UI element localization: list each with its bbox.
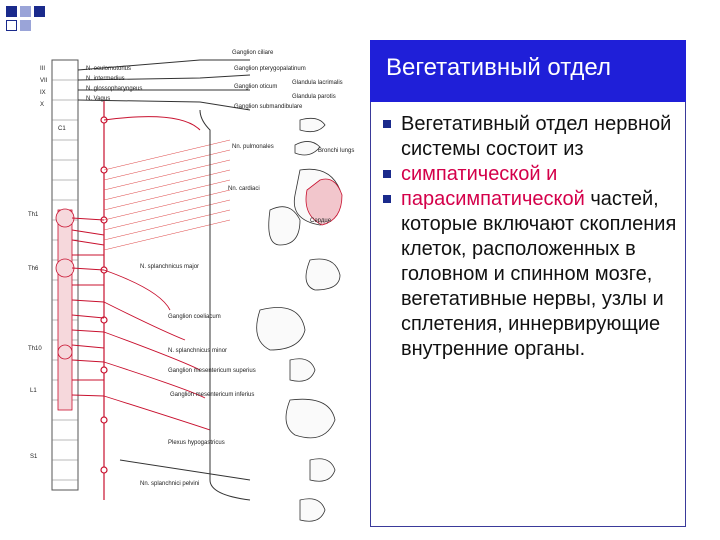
label-glandula-lacrimalis: Glandula lacrimalis	[292, 80, 343, 86]
bullet-item-1: Вегетативный отдел нервной системы состо…	[383, 112, 679, 162]
label-cor: Сердце	[310, 218, 332, 224]
label-ganglion-submandibulare: Ganglion submandibulare	[234, 104, 303, 110]
autonomic-nervous-system-diagram: Ganglion ciliare N. oculomotorius N. int…	[28, 50, 354, 522]
heart-organ	[305, 178, 343, 226]
label-seg-th10: Th10	[28, 346, 42, 352]
organs	[256, 117, 342, 522]
bullet-text-3-rest: частей, которые включают скопления клето…	[401, 188, 677, 360]
corner-square-dark-1	[6, 6, 17, 17]
label-ganglion-mesentericum-superius: Ganglion mesentericum superius	[168, 368, 256, 374]
sympathetic-fibers	[71, 217, 211, 431]
cardiac-pulmonary-fibers	[103, 139, 231, 251]
slide-title-bar: Вегетативный отдел	[370, 40, 686, 102]
label-glandula-parotis: Glandula parotis	[292, 94, 336, 100]
label-n-oculomotorius: N. oculomotorius	[86, 66, 131, 72]
bullet-text-3: парасимпатической частей, которые включа…	[401, 188, 676, 360]
label-n-splanchnici-pelvini: Nn. splanchnici pelvini	[140, 481, 199, 487]
bullet-item-2: симпатической и	[383, 162, 679, 187]
label-roman-ix: IX	[40, 90, 46, 96]
sympathetic-trunk	[100, 100, 108, 500]
label-ganglion-coeliacum: Ganglion coeliacum	[168, 314, 221, 320]
label-seg-th1: Th1	[28, 212, 39, 218]
label-ganglion-ciliare: Ganglion ciliare	[232, 50, 274, 56]
label-splanchnicus-major: N. splanchnicus major	[140, 264, 199, 270]
vagus-arc	[103, 116, 201, 131]
label-seg-th6: Th6	[28, 266, 39, 272]
parasympathetic-fibers	[77, 59, 251, 501]
corner-square-dark-2	[34, 6, 45, 17]
label-n-intermedius: N. intermedius	[86, 76, 125, 82]
bullet-square-icon	[383, 120, 391, 128]
label-bronchi-lungs: Bronchi lungs	[318, 148, 354, 154]
bullet-square-icon	[383, 195, 391, 203]
label-ganglion-pterygopalatinum: Ganglion pterygopalatinum	[234, 66, 306, 72]
spinal-column	[51, 59, 79, 491]
slide-content-box: Вегетативный отдел нервной системы состо…	[370, 102, 686, 527]
label-roman-iii: III	[40, 66, 45, 72]
label-ganglion-mesentericum-inferius: Ganglion mesentericum inferius	[170, 392, 254, 398]
bullet-text-2: симпатической и	[401, 163, 558, 185]
label-ganglion-oticum: Ganglion oticum	[234, 84, 277, 90]
label-n-cardiaci: Nn. cardiaci	[228, 186, 260, 192]
label-n-pulmonales: Nn. pulmonales	[232, 144, 274, 150]
corner-square-light-2	[20, 20, 31, 31]
label-n-glossopharyngeus: N. glossopharyngeus	[86, 86, 142, 92]
corner-square-outline-1	[6, 20, 17, 31]
label-roman-vii: VII	[40, 78, 48, 84]
slide-title: Вегетативный отдел	[386, 54, 611, 81]
label-plexus-hypogastricus: Plexus hypogastricus	[168, 440, 225, 446]
label-roman-x: X	[40, 102, 44, 108]
label-seg-l1: L1	[30, 388, 37, 394]
label-n-vagus: N. Vagus	[86, 96, 110, 102]
corner-square-light-1	[20, 6, 31, 17]
bullet-text-1: Вегетативный отдел нервной системы состо…	[401, 113, 672, 160]
label-n-splanchnicus-minor: N. splanchnicus minor	[168, 348, 227, 354]
bullet-item-3: парасимпатической частей, которые включа…	[383, 187, 679, 362]
bullet-list: Вегетативный отдел нервной системы состо…	[383, 112, 679, 362]
bullet-text-3-highlight: парасимпатической	[401, 188, 585, 210]
bullet-square-icon	[383, 170, 391, 178]
label-seg-c1: C1	[58, 126, 66, 132]
label-seg-s1: S1	[30, 454, 38, 460]
